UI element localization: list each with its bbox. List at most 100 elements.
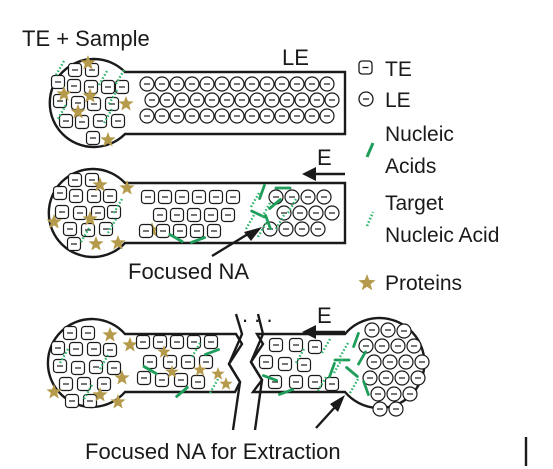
te-ion: [296, 357, 312, 373]
te-ion: [92, 113, 108, 129]
le-ion: [219, 92, 235, 108]
protein: [70, 104, 86, 119]
te-ion: [307, 339, 323, 355]
le-ion: [406, 338, 422, 354]
target-nucleic-acid: [320, 338, 332, 354]
target-nucleic-acid: [274, 214, 286, 230]
le-ion: [319, 76, 335, 92]
te-ion: [72, 205, 88, 221]
te-ion: [70, 360, 86, 376]
e-field-arrow-2: [302, 325, 345, 339]
le-ion: [279, 92, 295, 108]
le-ion: [294, 92, 310, 108]
le-ion: [366, 354, 382, 370]
te-ion: [138, 223, 154, 239]
nucleic-acid: [175, 386, 189, 398]
te-ion: [67, 62, 83, 78]
te-ion: [136, 370, 152, 386]
legend-protein-icon: [358, 274, 376, 291]
le-ion: [370, 386, 386, 402]
le-ion: [214, 108, 230, 124]
le-ion: [316, 189, 332, 205]
te-ion: [135, 334, 151, 350]
legend-le-icon: [358, 91, 374, 107]
te-ion: [191, 189, 207, 205]
nucleic-acid: [262, 374, 278, 382]
target-nucleic-acid: [58, 348, 70, 364]
te-ion: [50, 340, 66, 356]
le-ion: [199, 108, 215, 124]
le-ion: [324, 205, 340, 221]
protein: [92, 177, 108, 192]
le-ion: [382, 354, 398, 370]
protein: [157, 345, 171, 358]
le-ion: [364, 322, 380, 338]
te-ion: [54, 204, 70, 220]
te-ion: [140, 189, 156, 205]
te-ion: [186, 207, 202, 223]
le-ion: [374, 338, 390, 354]
te-ion: [162, 354, 178, 370]
le-ion: [214, 76, 230, 92]
le-ion: [289, 76, 305, 92]
protein: [193, 363, 207, 376]
te-ion: [85, 130, 101, 146]
te-ion: [50, 74, 66, 90]
target-nucleic-acid: [316, 376, 328, 392]
le-ion: [274, 76, 290, 92]
le-ion: [174, 92, 190, 108]
te-ion: [225, 189, 241, 205]
te-ion: [324, 376, 340, 392]
focused-na-pointer-head: [244, 227, 262, 241]
le-ion: [390, 338, 406, 354]
le-ion: [394, 370, 410, 386]
le-ion: [414, 354, 430, 370]
le-ion: [259, 108, 275, 124]
le-ion: [324, 92, 340, 108]
le-ion: [184, 76, 200, 92]
legend-le-label: LE: [385, 89, 411, 112]
nucleic-acid: [142, 365, 158, 375]
nucleic-acid: [204, 348, 220, 356]
protein: [102, 327, 118, 342]
le-ion: [259, 76, 275, 92]
protein: [46, 384, 62, 399]
le-ion: [276, 205, 292, 221]
legend-proteins-label: Proteins: [385, 272, 462, 295]
focused-na-pointer: [211, 232, 249, 258]
nucleic-acid: [345, 366, 359, 378]
protein: [219, 377, 233, 390]
te-ion: [86, 188, 102, 204]
te-ion: [104, 96, 120, 112]
nucleic-acid: [278, 388, 294, 396]
le-ion: [154, 76, 170, 92]
le-ion: [139, 76, 155, 92]
protein: [92, 387, 108, 402]
nucleic-acid: [168, 233, 184, 243]
te-ion: [169, 207, 185, 223]
te-ion: [173, 372, 189, 388]
legend-nucleic-line2: Acids: [385, 155, 436, 178]
le-ion: [292, 205, 308, 221]
protein: [165, 365, 179, 378]
nucleic-acid: [357, 350, 367, 366]
target-nucleic-acid: [79, 227, 91, 243]
le-ion: [204, 92, 220, 108]
legend: TE LE Nucleic Acids Target Nucleic Acid …: [358, 58, 499, 295]
le-ion: [169, 108, 185, 124]
te-ion: [152, 207, 168, 223]
te-ion: [307, 374, 323, 390]
le-ion: [388, 401, 404, 417]
le-ion: [144, 92, 160, 108]
te-ion: [58, 113, 74, 129]
te-ion: [277, 356, 293, 372]
te-ion: [102, 188, 118, 204]
te-ion: [154, 372, 170, 388]
te-ion: [102, 342, 118, 358]
focused-na-extraction-label: Focused NA for Extraction: [85, 439, 341, 464]
e-field-label-1: E: [317, 145, 332, 170]
te-ion: [88, 359, 104, 375]
panel-2-contents: [46, 172, 340, 252]
le-ion: [309, 92, 325, 108]
